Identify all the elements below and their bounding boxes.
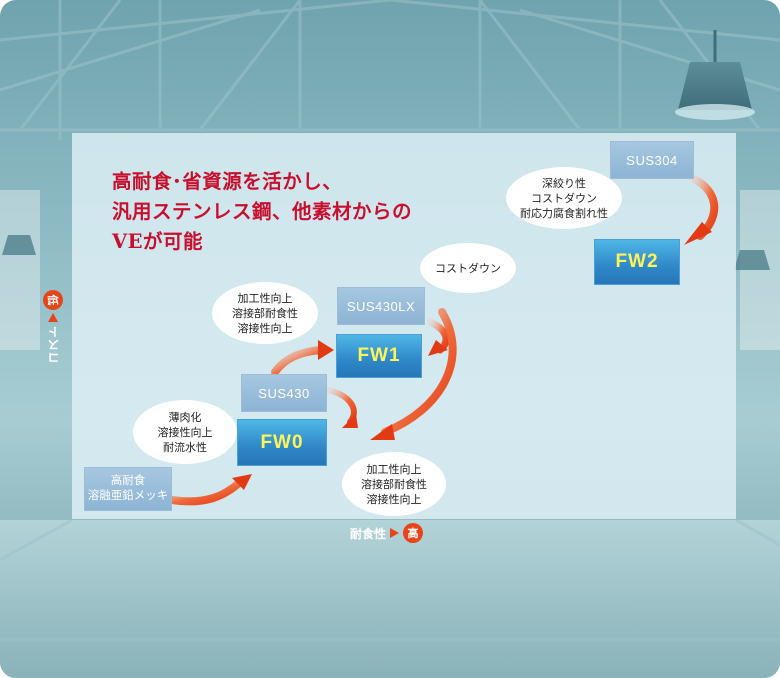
y-axis-label: 低 コスト: [42, 290, 64, 380]
headline: 高耐食･省資源を活かし、 汎用ステンレス鋼、他素材からの VEが可能: [112, 167, 472, 257]
x-axis-text: 耐食性: [350, 526, 387, 541]
bubble-fw0-note-2: 溶接性向上: [157, 425, 213, 439]
triangle-up-icon: [48, 313, 58, 322]
material-galvanized-line-1: 高耐食: [110, 475, 146, 487]
y-axis-text: コスト: [46, 325, 61, 364]
bubble-fw1-notes: 加工性向上 溶接部耐食性 溶接性向上: [212, 282, 318, 344]
bubble-fw2-note-1: 深絞り性: [542, 176, 586, 190]
bubble-fw0-notes: 薄肉化 溶接性向上 耐流水性: [133, 400, 237, 464]
y-axis-high-badge: 低: [43, 290, 63, 310]
product-fw1-label: FW1: [357, 345, 401, 366]
bubble-fw0-note-3: 耐流水性: [163, 440, 207, 454]
triangle-right-icon: [390, 528, 400, 538]
product-fw1: FW1: [336, 334, 422, 378]
bubble-cost-down-text: コストダウン: [435, 261, 501, 275]
bubble-fw0-to-fw1-note-2: 溶接部耐食性: [361, 477, 427, 491]
product-fw2: FW2: [594, 239, 680, 285]
material-galvanized-line-2: 溶融亜鉛メッキ: [87, 490, 169, 502]
headline-line-3: VEが可能: [112, 230, 203, 253]
bubble-fw0-note-1: 薄肉化: [168, 410, 202, 424]
bubble-cost-down: コストダウン: [420, 243, 516, 293]
bubble-fw0-to-fw1-notes: 加工性向上 溶接部耐食性 溶接性向上: [342, 452, 446, 516]
bubble-fw1-note-1: 加工性向上: [237, 291, 293, 305]
x-axis-high-badge: 高: [403, 523, 424, 543]
product-fw0: FW0: [237, 419, 327, 466]
headline-line-1: 高耐食･省資源を活かし、: [112, 170, 343, 193]
material-sus430-label: SUS430: [258, 385, 310, 401]
bubble-fw2-note-3: 耐応力腐食割れ性: [520, 206, 608, 220]
material-galvanized: 高耐食 溶融亜鉛メッキ: [84, 467, 172, 511]
bubble-fw1-note-2: 溶接部耐食性: [232, 306, 298, 320]
material-sus430lx-label: SUS430LX: [346, 298, 416, 314]
material-sus430: SUS430: [241, 374, 327, 412]
headline-line-2: 汎用ステンレス鋼、他素材からの: [112, 200, 413, 223]
product-fw2-label: FW2: [615, 251, 659, 272]
x-axis-label: 耐食性 高: [350, 522, 424, 544]
material-sus304: SUS304: [610, 141, 694, 179]
bubble-fw1-note-3: 溶接性向上: [237, 321, 293, 335]
bubble-fw0-to-fw1-note-3: 溶接性向上: [366, 492, 422, 506]
material-sus304-label: SUS304: [626, 152, 678, 168]
product-fw0-label: FW0: [260, 431, 304, 453]
bubble-fw2-note-2: コストダウン: [531, 191, 597, 205]
material-sus430lx: SUS430LX: [337, 287, 425, 325]
bubble-fw2-notes: 深絞り性 コストダウン 耐応力腐食割れ性: [506, 167, 622, 229]
bubble-fw0-to-fw1-note-1: 加工性向上: [366, 462, 422, 476]
